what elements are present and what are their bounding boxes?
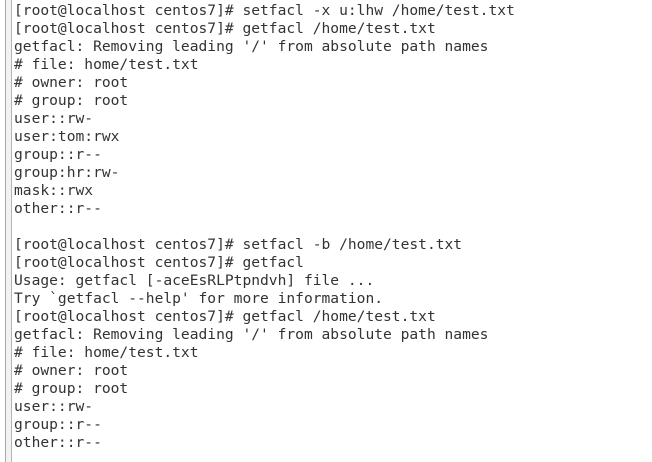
- terminal-line: # file: home/test.txt: [14, 56, 199, 73]
- terminal-line: user::rw-: [14, 398, 94, 415]
- terminal-line: Usage: getfacl [-aceEsRLPtpndvh] file ..…: [14, 272, 375, 289]
- terminal-line: [14, 218, 652, 236]
- terminal-line: group::r--: [14, 146, 102, 163]
- terminal-line: group::r--: [14, 416, 102, 433]
- terminal-line: # group: root: [14, 92, 129, 109]
- terminal-line: [root@localhost centos7]# setfacl -b /ho…: [14, 236, 463, 253]
- scroll-groove: [6, 0, 11, 462]
- terminal-line: getfacl: Removing leading '/' from absol…: [14, 326, 489, 343]
- terminal-line: other::r--: [14, 434, 102, 451]
- terminal-line: group:hr:rw-: [14, 164, 120, 181]
- left-border-rule-inner: [11, 0, 12, 462]
- terminal-line: # owner: root: [14, 362, 129, 379]
- terminal-line: [root@localhost centos7]# setfacl -x u:l…: [14, 2, 515, 19]
- terminal-line: [root@localhost centos7]# getfacl /home/…: [14, 20, 436, 37]
- terminal-line: other::r--: [14, 200, 102, 217]
- terminal-line: # group: root: [14, 380, 129, 397]
- terminal-line: # owner: root: [14, 74, 129, 91]
- terminal-line: user:tom:rwx: [14, 128, 120, 145]
- terminal-line: [root@localhost centos7]# getfacl /home/…: [14, 308, 436, 325]
- terminal-line: getfacl: Removing leading '/' from absol…: [14, 38, 489, 55]
- terminal-line: user::rw-: [14, 110, 94, 127]
- terminal-line: mask::rwx: [14, 182, 94, 199]
- terminal-line: # file: home/test.txt: [14, 344, 199, 361]
- terminal-output[interactable]: [root@localhost centos7]# setfacl -x u:l…: [14, 2, 652, 462]
- left-border-rule-outer: [5, 0, 6, 462]
- terminal-line: Try `getfacl --help' for more informatio…: [14, 290, 384, 307]
- terminal-line: [root@localhost centos7]# getfacl: [14, 254, 304, 271]
